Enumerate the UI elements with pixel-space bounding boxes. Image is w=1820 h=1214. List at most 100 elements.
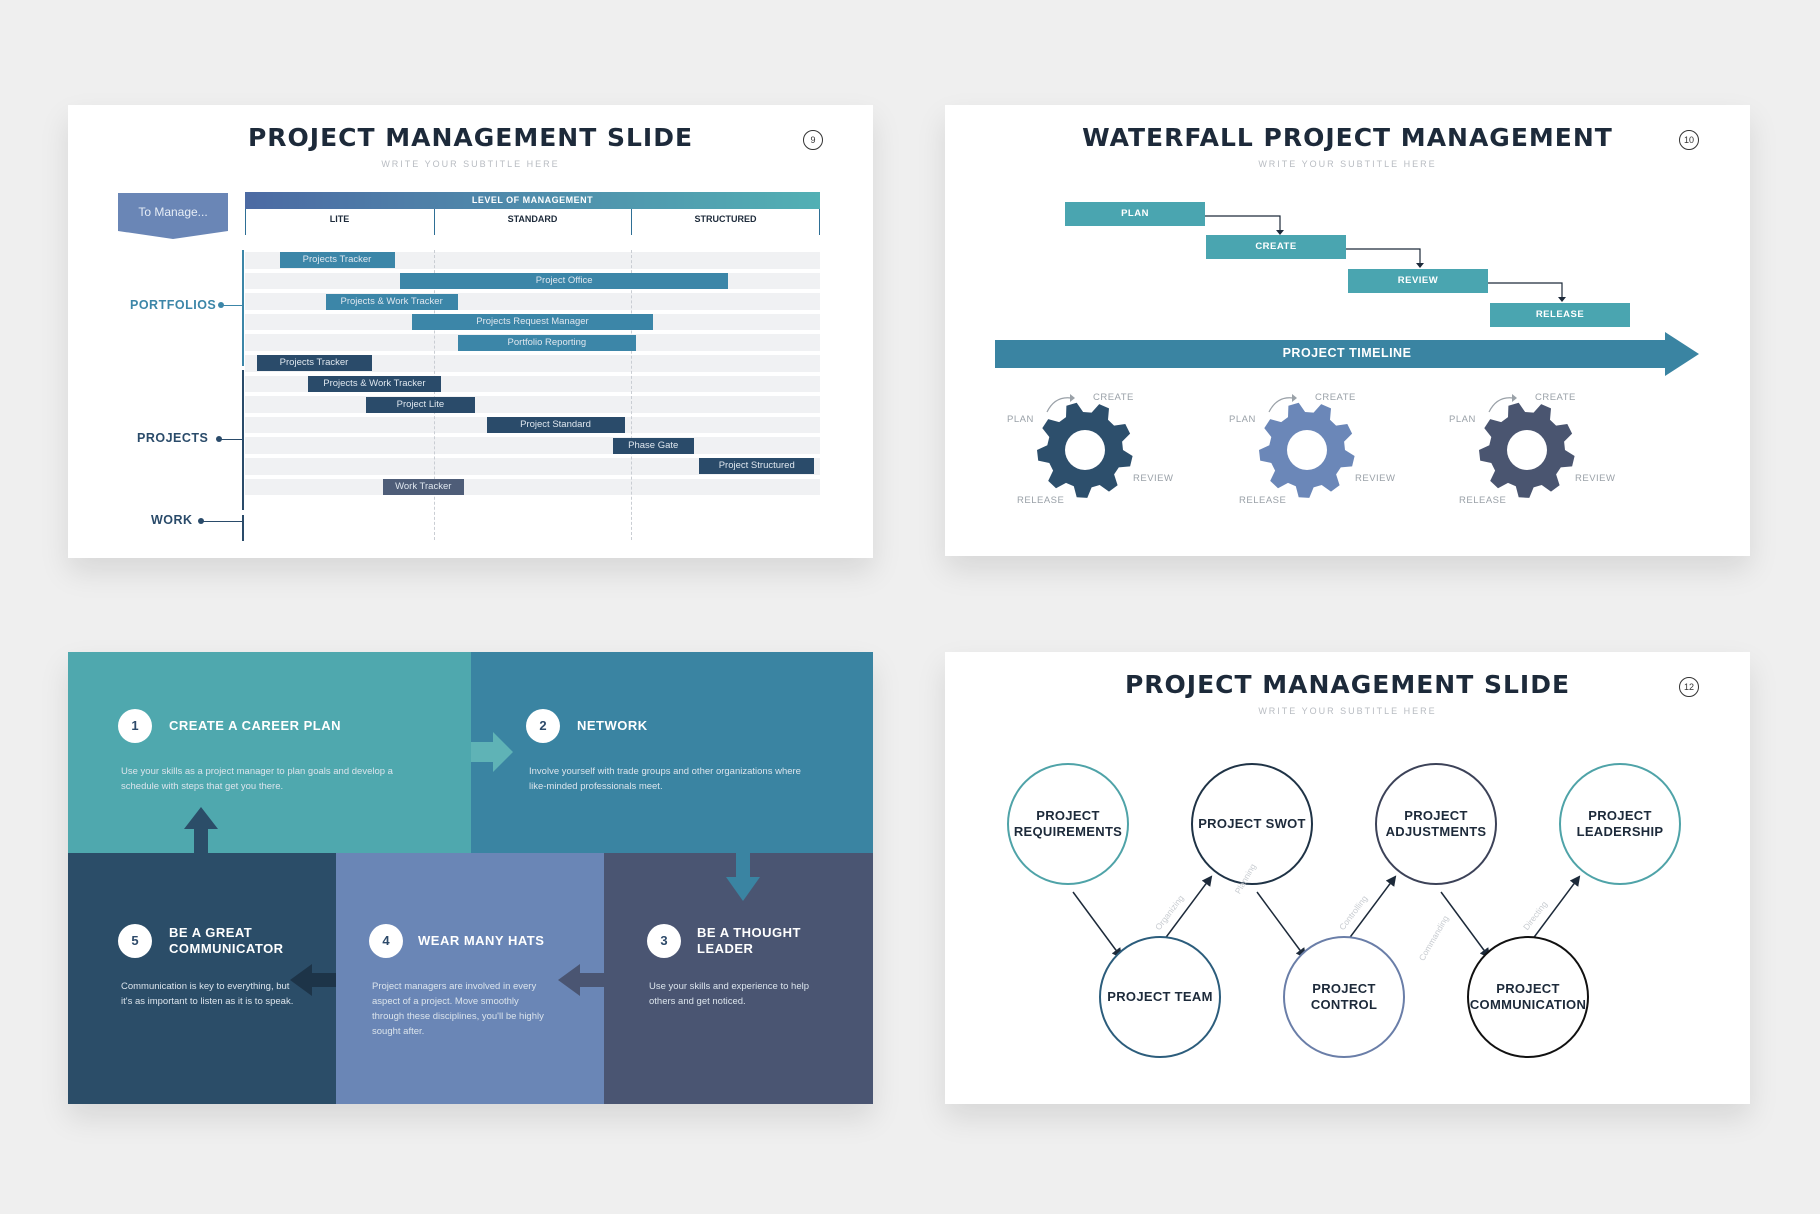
step-number: 5 bbox=[118, 924, 152, 958]
roadmap-bar: Projects Tracker bbox=[256, 355, 372, 372]
circle-project-control: PROJECT CONTROL bbox=[1283, 936, 1405, 1058]
arrow-right-icon bbox=[471, 732, 513, 772]
panel-3: 3 BE A THOUGHT LEADER Use your skills an… bbox=[604, 853, 873, 1104]
panel-1: 1 CREATE A CAREER PLAN Use your skills a… bbox=[68, 652, 471, 853]
step-title: BE A GREAT COMMUNICATOR bbox=[169, 925, 284, 956]
step-text: Communication is key to everything, but … bbox=[121, 981, 294, 1007]
arrow-left-icon bbox=[290, 964, 336, 996]
step-title: WEAR MANY HATS bbox=[418, 933, 545, 948]
circle-project-adjustments: PROJECT ADJUSTMENTS bbox=[1375, 763, 1497, 885]
column-structured: STRUCTURED bbox=[694, 214, 757, 224]
circle-project-communication: PROJECT COMMUNICATION bbox=[1467, 936, 1589, 1058]
roadmap-bar: Projects & Work Tracker bbox=[325, 293, 458, 310]
group-bracket-line bbox=[242, 250, 244, 366]
arrow-down-icon bbox=[726, 853, 760, 901]
level-header: LEVEL OF MANAGEMENT bbox=[245, 192, 820, 209]
slide-career-steps[interactable]: 1 CREATE A CAREER PLAN Use your skills a… bbox=[68, 652, 873, 1104]
slide-waterfall[interactable]: WATERFALL PROJECT MANAGEMENT WRITE YOUR … bbox=[945, 105, 1750, 556]
roadmap-bar: Project Office bbox=[400, 272, 728, 289]
roadmap-row bbox=[245, 355, 820, 372]
to-manage-tag: To Manage... bbox=[118, 193, 228, 243]
roadmap-bar: Projects Tracker bbox=[279, 252, 395, 269]
panel-2: 2 NETWORK Involve yourself with trade gr… bbox=[471, 652, 873, 853]
roadmap-row bbox=[245, 396, 820, 413]
step-text: Involve yourself with trade groups and o… bbox=[529, 766, 801, 792]
gear-label-plan: PLAN bbox=[1449, 414, 1476, 425]
gear-cycle: CREATE PLAN REVIEW RELEASE bbox=[1007, 388, 1177, 518]
step-title: CREATE A CAREER PLAN bbox=[169, 718, 342, 733]
step-title: NETWORK bbox=[577, 718, 648, 733]
flow-arrows bbox=[184, 732, 760, 996]
circle-connectors bbox=[1072, 875, 1581, 959]
step-text: Use your skills and experience to help o… bbox=[649, 981, 810, 1007]
circle-project-swot: PROJECT SWOT bbox=[1191, 763, 1313, 885]
gear-label-create: CREATE bbox=[1535, 392, 1576, 403]
gear-label-review: REVIEW bbox=[1133, 473, 1174, 484]
slide-title: PROJECT MANAGEMENT SLIDE bbox=[1124, 670, 1571, 699]
slide-title: WATERFALL PROJECT MANAGEMENT bbox=[1082, 123, 1613, 152]
circle-project-team: PROJECT TEAM bbox=[1099, 936, 1221, 1058]
step-create: CREATE bbox=[1206, 235, 1346, 259]
circle-project-leadership: PROJECT LEADERSHIP bbox=[1559, 763, 1681, 885]
column-header-row: LITE STANDARD STRUCTURED bbox=[245, 209, 820, 235]
step-text: Use your skills as a project manager to … bbox=[121, 766, 393, 792]
page-number: 9 bbox=[803, 130, 823, 150]
gear-label-release: RELEASE bbox=[1239, 495, 1287, 506]
roadmap-bar: Portfolio Reporting bbox=[457, 334, 636, 351]
gear-label-release: RELEASE bbox=[1459, 495, 1507, 506]
roadmap-row bbox=[245, 437, 820, 454]
timeline-arrow: PROJECT TIMELINE bbox=[995, 332, 1699, 376]
group-portfolios: PORTFOLIOS bbox=[130, 298, 217, 312]
gear-label-create: CREATE bbox=[1093, 392, 1134, 403]
gear-label-create: CREATE bbox=[1315, 392, 1356, 403]
gear-label-review: REVIEW bbox=[1575, 473, 1616, 484]
roadmap-bar: Projects Request Manager bbox=[411, 314, 654, 331]
group-bracket-line bbox=[242, 370, 244, 510]
circle-project-requirements: PROJECT REQUIREMENTS bbox=[1007, 763, 1129, 885]
roadmap-bar: Work Tracker bbox=[383, 478, 464, 495]
step-release: RELEASE bbox=[1490, 303, 1630, 327]
page-number: 10 bbox=[1679, 130, 1699, 150]
roadmap-bar: Project Lite bbox=[365, 396, 475, 413]
panel-4: 4 WEAR MANY HATS Project managers are in… bbox=[336, 853, 604, 1104]
step-review: REVIEW bbox=[1348, 269, 1488, 293]
timeline-label: PROJECT TIMELINE bbox=[1282, 346, 1412, 360]
step-number: 3 bbox=[647, 924, 681, 958]
roadmap-bar: Projects & Work Tracker bbox=[308, 375, 441, 392]
step-title: BE A THOUGHT LEADER bbox=[697, 925, 801, 956]
step-number: 1 bbox=[118, 709, 152, 743]
slide-project-management-2[interactable]: PROJECT MANAGEMENT SLIDE WRITE YOUR SUBT… bbox=[945, 652, 1750, 1104]
column-standard: STANDARD bbox=[507, 214, 558, 224]
slide-subtitle: WRITE YOUR SUBTITLE HERE bbox=[1258, 706, 1437, 716]
roadmap-row bbox=[245, 458, 820, 475]
gear-label-plan: PLAN bbox=[1007, 414, 1034, 425]
waterfall-connectors bbox=[1205, 215, 1566, 302]
gear-label-release: RELEASE bbox=[1017, 495, 1065, 506]
arrow-up-icon bbox=[184, 807, 218, 853]
page-number: 12 bbox=[1679, 677, 1699, 697]
to-manage-label: To Manage... bbox=[138, 205, 208, 219]
group-work: WORK bbox=[151, 513, 193, 527]
column-lite: LITE bbox=[329, 214, 350, 224]
step-number: 4 bbox=[369, 924, 403, 958]
gear-cycle: CREATE PLAN REVIEW RELEASE bbox=[1229, 388, 1399, 518]
step-text: Project managers are involved in every a… bbox=[372, 981, 544, 1037]
group-bracket-line bbox=[242, 515, 244, 541]
roadmap-bar: Project Structured bbox=[699, 458, 815, 475]
gear-label-review: REVIEW bbox=[1355, 473, 1396, 484]
roadmap-bar: Project Standard bbox=[486, 417, 625, 434]
step-plan: PLAN bbox=[1065, 202, 1205, 226]
gear-label-plan: PLAN bbox=[1229, 414, 1256, 425]
gear-cycle: CREATE PLAN REVIEW RELEASE bbox=[1449, 388, 1619, 518]
slide-project-management-1[interactable]: PROJECT MANAGEMENT SLIDE WRITE YOUR SUBT… bbox=[68, 105, 873, 558]
step-number: 2 bbox=[526, 709, 560, 743]
slide-title: PROJECT MANAGEMENT SLIDE bbox=[247, 123, 694, 152]
panel-5: 5 BE A GREAT COMMUNICATOR Communication … bbox=[68, 853, 336, 1104]
roadmap-bar: Phase Gate bbox=[613, 437, 694, 454]
roadmap-row bbox=[245, 478, 820, 496]
slide-subtitle: WRITE YOUR SUBTITLE HERE bbox=[1258, 159, 1437, 169]
slide-subtitle: WRITE YOUR SUBTITLE HERE bbox=[381, 159, 560, 169]
arrow-left-icon bbox=[558, 964, 604, 996]
group-projects: PROJECTS bbox=[137, 431, 209, 445]
